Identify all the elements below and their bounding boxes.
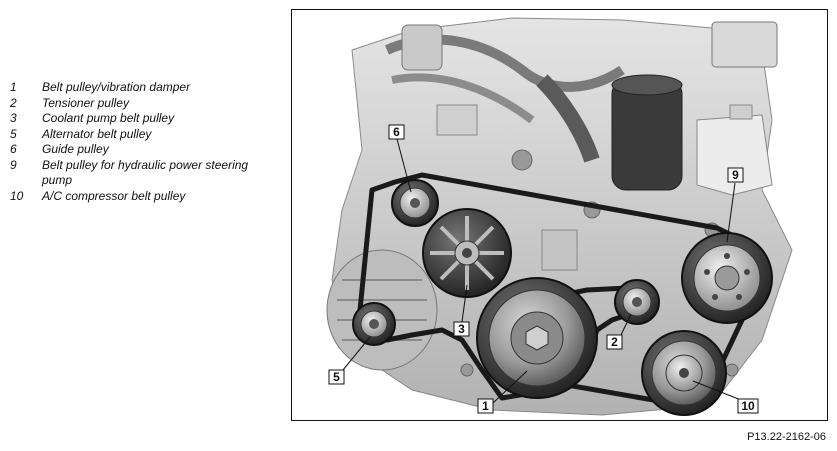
callout-1: 1 — [477, 398, 494, 414]
legend-number: 5 — [10, 126, 17, 141]
callout-2: 2 — [606, 334, 623, 350]
figure-reference-code: P13.22-2162-06 — [747, 431, 826, 443]
callout-label: 1 — [482, 399, 489, 413]
tensioner-pulley — [614, 279, 660, 325]
legend-item-2: 2 Tensioner pulley — [10, 96, 270, 112]
alternator-pulley — [352, 302, 396, 346]
callout-9: 9 — [727, 167, 744, 183]
legend-number: 3 — [10, 111, 17, 125]
engine-block — [326, 17, 793, 416]
legend-number: 6 — [10, 142, 17, 156]
power-steering-pulley — [681, 232, 773, 324]
engine-belt-drive-figure: 6 3 5 1 2 9 10 — [291, 9, 828, 421]
legend-item-5: 5 Alternator belt pulley — [10, 127, 270, 143]
callout-label: 6 — [393, 125, 400, 139]
callout-3: 3 — [453, 321, 470, 337]
guide-pulley — [391, 179, 439, 227]
legend-number: 9 — [10, 157, 17, 172]
callout-label: 5 — [333, 370, 340, 384]
callout-label: 3 — [458, 322, 465, 336]
callout-leader-lines — [342, 138, 747, 404]
callout-label: 2 — [611, 335, 618, 349]
legend-item-10: 10 A/C compressor belt pulley — [10, 189, 270, 205]
legend-label: Tensioner pulley — [42, 95, 129, 110]
legend-number: 2 — [10, 95, 17, 110]
legend-label: Belt pulley/vibration damper — [42, 80, 191, 94]
callout-10: 10 — [737, 398, 759, 414]
ac-compressor-pulley — [641, 330, 727, 416]
callout-label: 9 — [732, 168, 739, 182]
legend-item-3: 3 Coolant pump belt pulley — [10, 111, 270, 127]
callout-6: 6 — [388, 124, 405, 140]
legend-item-6: 6 Guide pulley — [10, 142, 270, 158]
legend-number: 1 — [10, 80, 17, 94]
legend-item-9: 9 Belt pulley for hydraulic power steeri… — [10, 158, 270, 189]
callout-label: 10 — [741, 399, 755, 413]
vibration-damper-pulley — [476, 277, 598, 399]
legend-number: 10 — [10, 188, 24, 203]
legend-label: Belt pulley for hydraulic power steering… — [42, 157, 249, 188]
engine-illustration: 6 3 5 1 2 9 10 — [326, 17, 793, 416]
callout-5: 5 — [328, 369, 345, 385]
coolant-pump-pulley — [422, 208, 512, 298]
legend: 1 Belt pulley/vibration damper 2 Tension… — [10, 80, 270, 204]
legend-label: Guide pulley — [42, 142, 109, 156]
legend-item-1: 1 Belt pulley/vibration damper — [10, 80, 270, 96]
legend-label: Alternator belt pulley — [42, 126, 152, 141]
legend-label: Coolant pump belt pulley — [42, 111, 175, 125]
legend-label: A/C compressor belt pulley — [42, 188, 186, 203]
